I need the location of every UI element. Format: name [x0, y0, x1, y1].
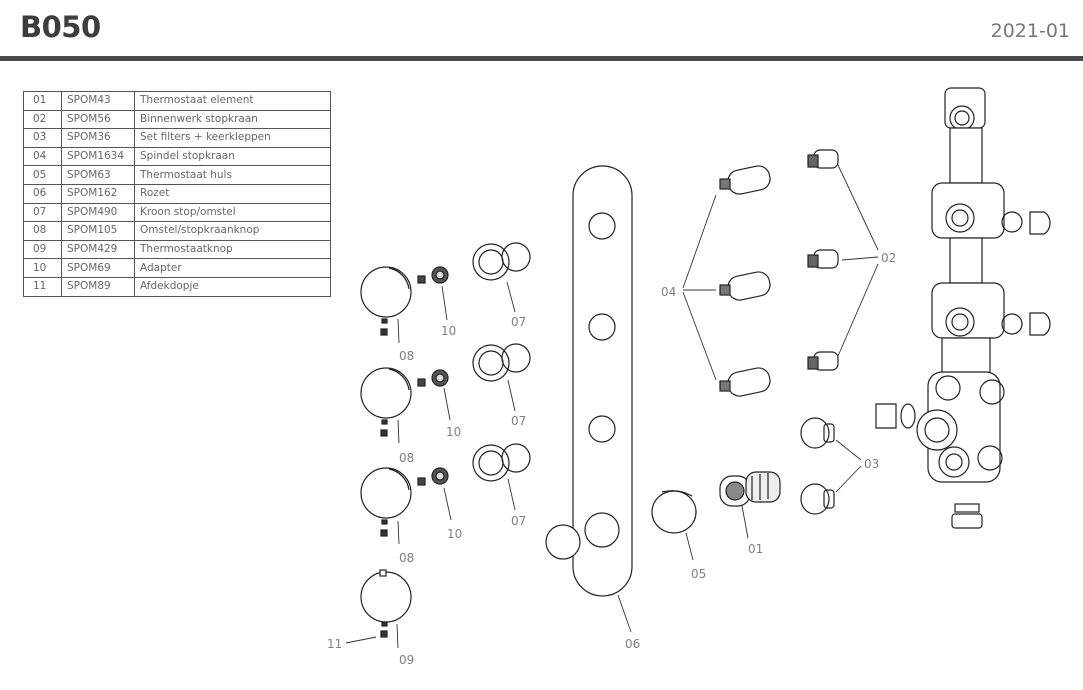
thermostat-sleeve-05 [651, 490, 697, 534]
part-description: Adapter [134, 258, 331, 278]
adapter-10-bottom [417, 467, 449, 486]
callout-05: 05 [691, 567, 706, 581]
callout-07-top: 07 [511, 315, 526, 329]
crown-07-middle [472, 343, 531, 382]
callout-02: 02 [881, 251, 896, 265]
knob-08-top [360, 266, 412, 336]
callout-07-middle: 07 [511, 414, 526, 428]
part-description: Thermostaat element [134, 91, 331, 111]
crown-07-bottom [472, 443, 531, 482]
crown-07-top [472, 242, 531, 281]
callout-09: 09 [399, 653, 414, 667]
part-description: Afdekdopje [134, 276, 331, 297]
callout-06: 06 [625, 637, 640, 651]
thermostat-element-01 [719, 471, 781, 507]
adapter-10-middle [417, 369, 449, 387]
callout-08-top: 08 [399, 349, 414, 363]
part-code: SPOM162 [61, 183, 135, 204]
valve-body [875, 87, 1051, 529]
callout-10-bottom: 10 [447, 527, 462, 541]
callout-11: 11 [327, 637, 342, 651]
part-code: SPOM89 [61, 276, 135, 297]
part-description: Spindel stopkraan [134, 146, 331, 167]
part-description: Set filters + keerkleppen [134, 128, 331, 148]
valve-02-middle [807, 249, 839, 269]
part-number: 11 [23, 276, 62, 297]
callout-08-bottom: 08 [399, 551, 414, 565]
part-number: 08 [23, 221, 62, 241]
part-code: SPOM36 [61, 128, 135, 148]
part-number: 09 [23, 239, 62, 260]
knob-08-bottom [360, 467, 412, 537]
callout-10-middle: 10 [446, 425, 461, 439]
document-date: 2021-01 [990, 20, 1070, 42]
spindle-04-top [719, 165, 771, 195]
spindle-04-bottom [719, 367, 771, 397]
part-number: 06 [23, 183, 62, 204]
leader-lines [345, 164, 879, 649]
callout-07-bottom: 07 [511, 514, 526, 528]
part-code: SPOM43 [61, 91, 135, 111]
knob-09-thermostat [360, 569, 412, 638]
filter-03-top [800, 417, 835, 449]
rozet-plate [545, 165, 633, 597]
callout-01: 01 [748, 542, 763, 556]
part-code: SPOM490 [61, 202, 135, 223]
part-description: Thermostaatknop [134, 239, 331, 260]
adapter-10-top [417, 266, 449, 284]
header-rule [0, 56, 1083, 61]
part-code: SPOM429 [61, 239, 135, 260]
valve-02-bottom [807, 351, 839, 371]
part-description: Binnenwerk stopkraan [134, 109, 331, 130]
document-title: B050 [20, 10, 101, 44]
knob-08-middle [360, 367, 412, 437]
spindle-04-middle [719, 271, 771, 301]
part-code: SPOM63 [61, 165, 135, 185]
callout-04: 04 [661, 285, 676, 299]
valve-02-top [807, 149, 839, 169]
part-code: SPOM69 [61, 258, 135, 278]
callout-labels: 01 02 03 04 05 06 07 07 07 08 08 08 09 1… [327, 251, 896, 667]
filter-03-bottom [800, 483, 835, 515]
part-number: 02 [23, 109, 62, 130]
callout-03: 03 [864, 457, 879, 471]
callout-10-top: 10 [441, 324, 456, 338]
part-description: Rozet [134, 183, 331, 204]
callout-08-middle: 08 [399, 451, 414, 465]
part-code: SPOM1634 [61, 146, 135, 167]
